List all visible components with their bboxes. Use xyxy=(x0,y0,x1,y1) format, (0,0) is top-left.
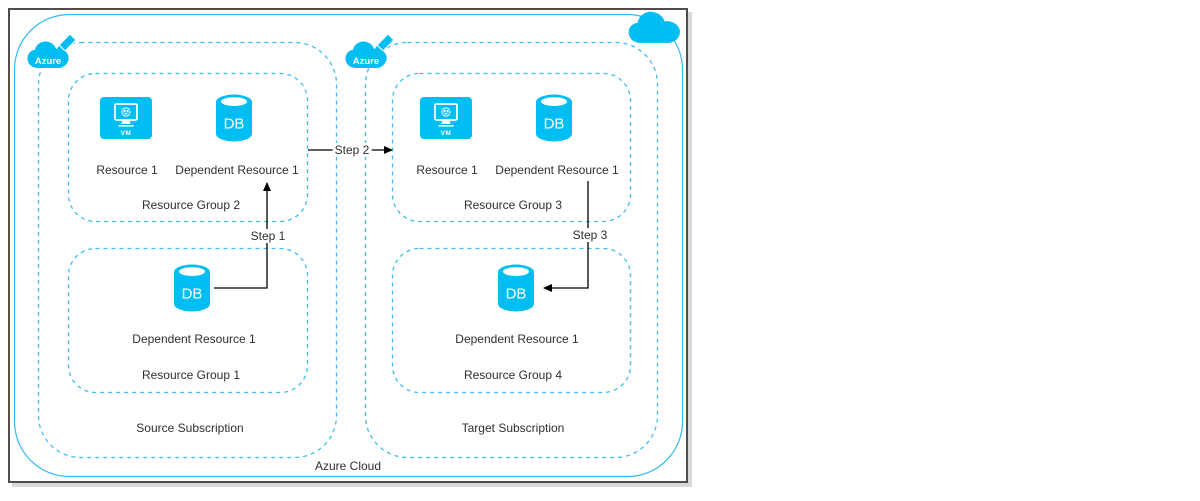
vm-badge: VM xyxy=(441,130,452,137)
azure-badge: Azure xyxy=(353,56,379,67)
resource-group-1-boundary xyxy=(67,247,309,394)
azure-cloud-boundary xyxy=(13,13,684,478)
azure-cloud-label: Azure Cloud xyxy=(314,459,382,473)
source-subscription-boundary xyxy=(37,41,338,459)
cloud-icon xyxy=(628,11,680,43)
vm-badge: VM xyxy=(121,130,132,137)
source-subscription-label: Source Subscription xyxy=(136,421,244,435)
azure-badge: Azure xyxy=(35,56,61,67)
azure-logo-icon: Azure xyxy=(27,33,77,68)
step-3-arrow xyxy=(543,181,589,292)
database-icon: DB xyxy=(498,264,534,312)
db-label-rg3: Dependent Resource 1 xyxy=(495,163,619,177)
step-2-label: Step 2 xyxy=(332,143,372,157)
diagram-frame xyxy=(8,8,688,483)
db-label-rg1: Dependent Resource 1 xyxy=(132,332,256,346)
resource-group-1-label: Resource Group 1 xyxy=(141,368,241,382)
db-badge: DB xyxy=(506,286,527,303)
db-badge: DB xyxy=(224,116,245,133)
db-badge: DB xyxy=(182,286,203,303)
virtual-machine-icon: VM xyxy=(420,97,472,139)
virtual-machine-icon: VM xyxy=(100,97,152,139)
step-1-label: Step 1 xyxy=(248,229,288,243)
db-label-rg4: Dependent Resource 1 xyxy=(455,332,579,346)
database-icon: DB xyxy=(216,94,252,142)
resource-group-3-label: Resource Group 3 xyxy=(463,198,563,212)
resource-group-4-boundary xyxy=(391,247,632,394)
step-3-label: Step 3 xyxy=(570,228,610,242)
vm-label-rg3: Resource 1 xyxy=(416,163,478,177)
vm-label-rg2: Resource 1 xyxy=(96,163,158,177)
cloud-icon xyxy=(345,41,387,68)
target-subscription-label: Target Subscription xyxy=(461,421,565,435)
target-subscription-boundary xyxy=(364,41,659,459)
resource-group-4-label: Resource Group 4 xyxy=(463,368,563,382)
step-1-arrow xyxy=(214,182,271,289)
diagram-shapes-layer xyxy=(13,13,684,478)
db-badge: DB xyxy=(544,116,565,133)
database-icon: DB xyxy=(174,264,210,312)
database-icon: DB xyxy=(536,94,572,142)
cloud-icon xyxy=(27,41,69,68)
resource-group-2-boundary xyxy=(67,72,309,223)
azure-logo-icon: Azure xyxy=(345,33,395,68)
db-label-rg2: Dependent Resource 1 xyxy=(175,163,299,177)
resource-group-2-label: Resource Group 2 xyxy=(141,198,241,212)
